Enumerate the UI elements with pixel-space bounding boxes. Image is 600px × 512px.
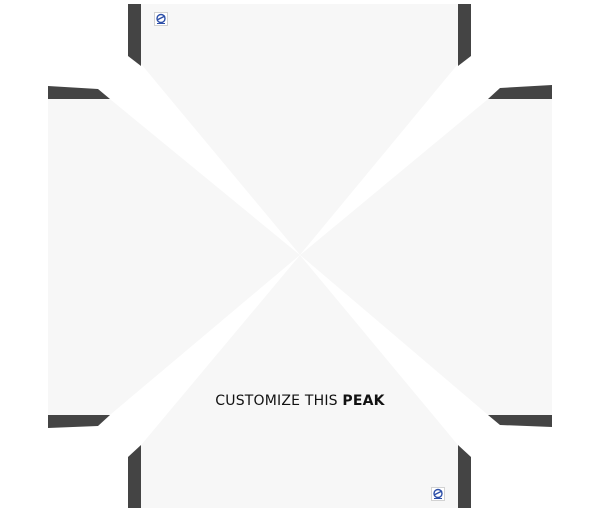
customize-peak-label[interactable]: CUSTOMIZE THIS PEAK (0, 393, 600, 409)
valance-bottom-right (458, 445, 471, 508)
canopy-panel-bottom[interactable] (141, 255, 458, 508)
valance-bottom-left (128, 445, 141, 508)
valance-top-right (458, 4, 471, 66)
caption-emphasis: PEAK (342, 393, 385, 409)
canopy-panel-top[interactable] (141, 4, 458, 255)
canopy-panel-left[interactable] (48, 99, 300, 415)
seam-bottom-right (300, 255, 488, 445)
brand-logo-icon (431, 487, 445, 501)
valance-top-left (128, 4, 141, 66)
seam-bottom-left (110, 255, 300, 445)
valance-right-top (488, 85, 552, 99)
caption-prefix: CUSTOMIZE THIS (215, 393, 343, 409)
brand-logo-icon (154, 12, 168, 26)
seam-top-left (110, 64, 300, 255)
valance-left-top (48, 86, 110, 99)
canopy-panel-right[interactable] (300, 99, 552, 415)
valance-left-bottom (48, 415, 110, 428)
valance-right-bottom (488, 415, 552, 427)
seam-top-right (300, 64, 488, 255)
